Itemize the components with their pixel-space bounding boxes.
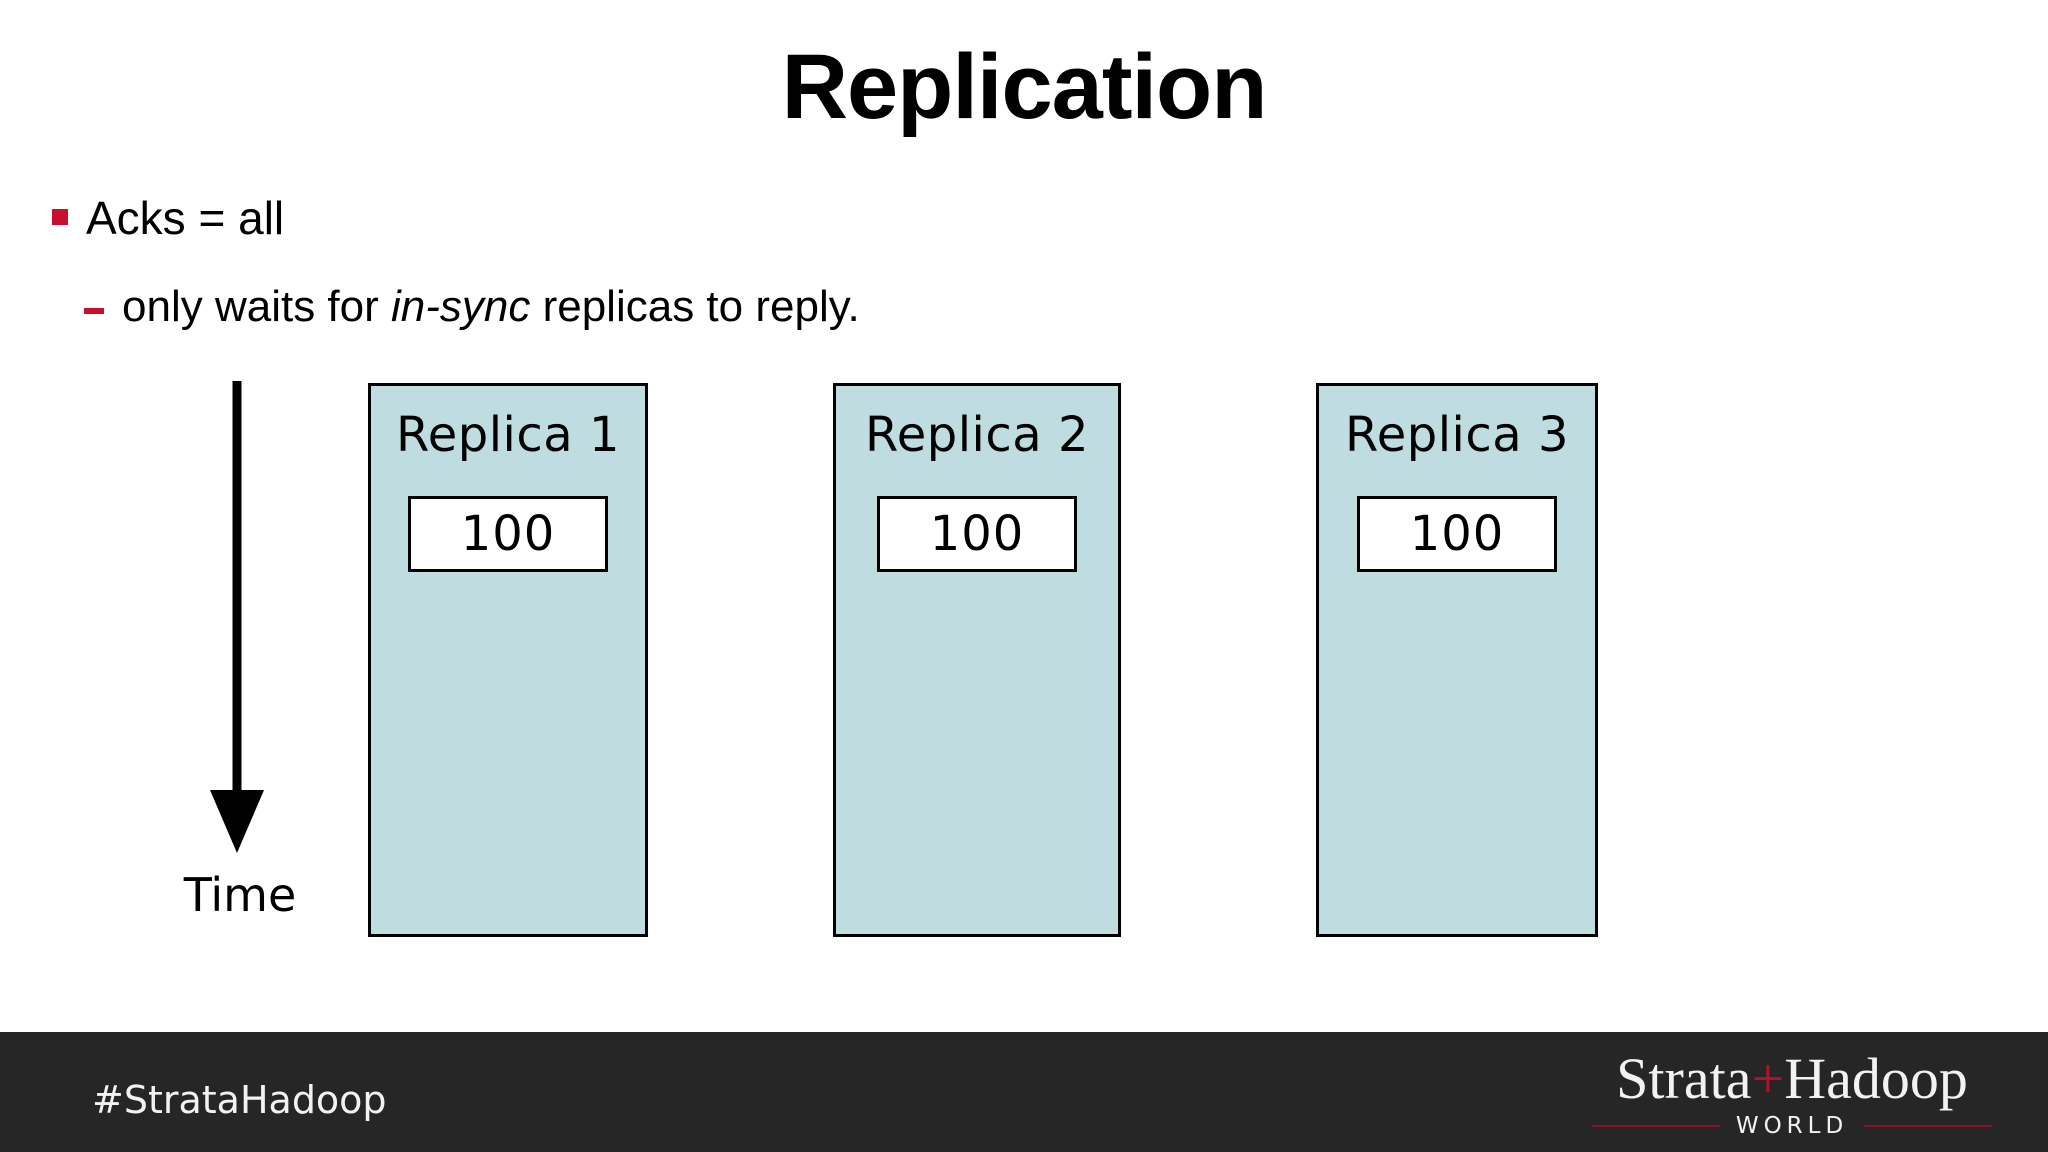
bullet-in-sync-emphasis: in-sync: [390, 282, 531, 331]
replica-box-2: Replica 2 100: [833, 383, 1121, 937]
replica-2-value-box: 100: [877, 496, 1077, 572]
page-title: Replication: [781, 36, 1268, 138]
bullet-acks-label: Acks = all: [86, 192, 285, 244]
brand-rule-left: [1592, 1125, 1720, 1127]
down-arrow-icon: [200, 375, 280, 855]
replica-2-label: Replica 2: [865, 407, 1089, 463]
brand-subtitle-row: WORLD: [1592, 1112, 1993, 1140]
bullet-in-sync: only waits for in-sync replicas to reply…: [84, 280, 860, 334]
brand-subtitle: WORLD: [1735, 1113, 1849, 1139]
brand-name-part1: Strata: [1616, 1046, 1752, 1111]
replica-box-3: Replica 3 100: [1316, 383, 1598, 937]
bullet-in-sync-label: only waits for in-sync replicas to reply…: [122, 280, 860, 334]
replica-2-value: 100: [929, 506, 1025, 562]
replica-1-label: Replica 1: [396, 407, 620, 463]
replica-box-1: Replica 1 100: [368, 383, 648, 937]
brand-name-part2: Hadoop: [1784, 1046, 1968, 1111]
square-bullet-icon: [52, 209, 68, 225]
time-axis-label: Time: [183, 868, 297, 922]
bullet-in-sync-text-before: only waits for: [122, 282, 391, 331]
brand-logo: Strata+Hadoop WORLD: [1592, 1048, 1993, 1140]
replica-3-label: Replica 3: [1345, 407, 1569, 463]
replica-3-value-box: 100: [1357, 496, 1557, 572]
replica-3-value: 100: [1409, 506, 1505, 562]
replica-1-value-box: 100: [408, 496, 608, 572]
footer-hashtag: #StrataHadoop: [92, 1078, 387, 1122]
brand-wordmark: Strata+Hadoop: [1592, 1048, 1992, 1110]
bullet-acks: Acks = all: [52, 190, 284, 246]
dash-bullet-icon: [84, 308, 104, 314]
brand-plus-icon: +: [1751, 1046, 1785, 1111]
brand-rule-right: [1864, 1125, 1993, 1127]
bullet-in-sync-text-after: replicas to reply.: [530, 282, 860, 331]
replica-1-value: 100: [460, 506, 556, 562]
footer-bar: [0, 1032, 2048, 1152]
